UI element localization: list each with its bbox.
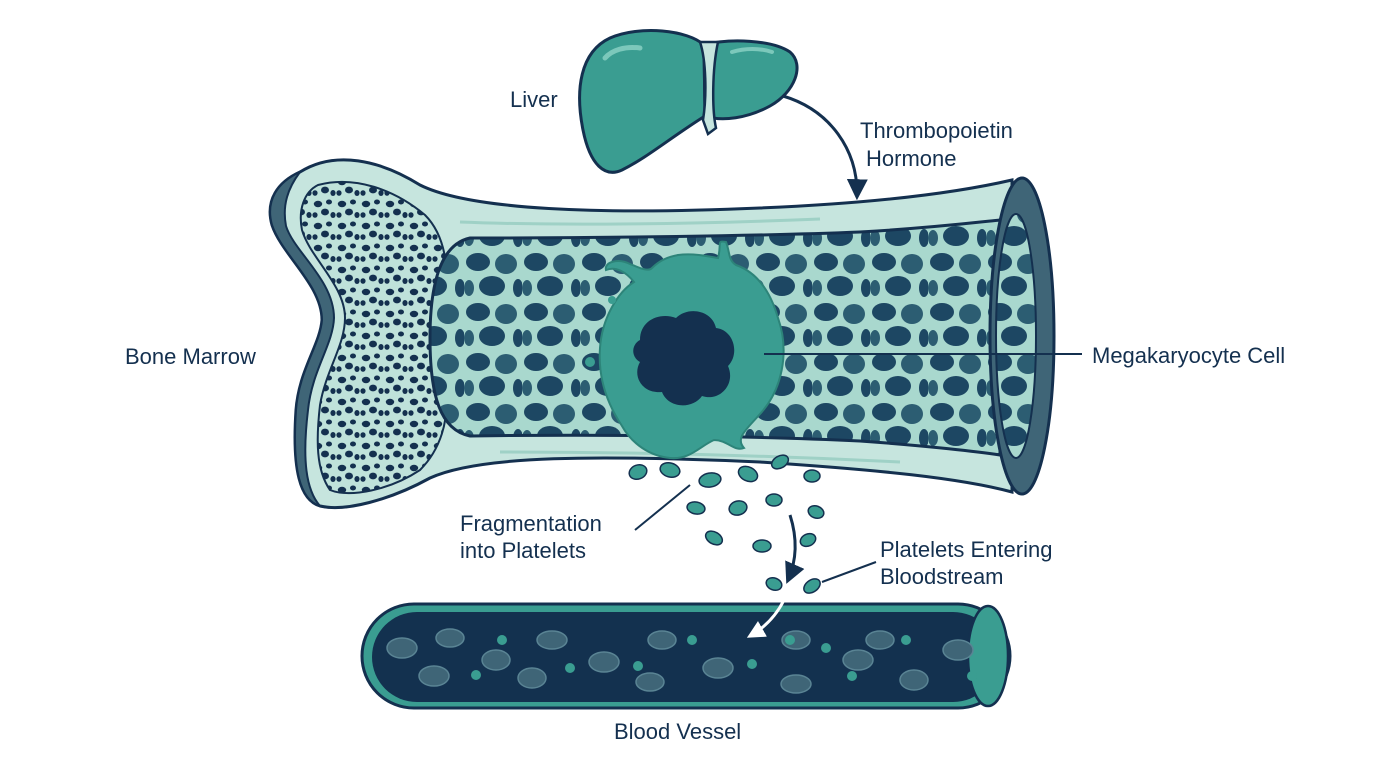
blood-vessel bbox=[360, 602, 1012, 710]
entering-label-line1: Platelets Entering bbox=[880, 537, 1053, 562]
circulating-platelets bbox=[471, 635, 977, 681]
platelet-fragments bbox=[628, 454, 825, 594]
vessel-entry-arrow bbox=[746, 599, 786, 638]
fragmentation-label-line1: Fragmentation bbox=[460, 511, 602, 536]
hormone-label-line1: Thrombopoietin bbox=[860, 118, 1013, 143]
fragmentation-label-line2: into Platelets bbox=[460, 538, 586, 563]
entering-label-line2: Bloodstream bbox=[880, 564, 1004, 589]
hormone-label-line2: Hormone bbox=[866, 146, 957, 171]
cell-nucleus bbox=[633, 311, 735, 406]
thrombopoietin-arrow bbox=[782, 94, 868, 201]
megakaryocyte-label: Megakaryocyte Cell bbox=[1092, 343, 1286, 368]
megakaryocyte-cell bbox=[585, 240, 785, 460]
fragmentation-leader-line bbox=[634, 484, 691, 531]
bone bbox=[268, 158, 1056, 510]
platelet-flow-arrow bbox=[785, 514, 805, 584]
liver-organ bbox=[578, 29, 799, 174]
liver-label: Liver bbox=[510, 87, 558, 112]
blood-vessel-label: Blood Vessel bbox=[614, 719, 742, 744]
entering-leader-line bbox=[821, 561, 877, 583]
red-blood-cells bbox=[386, 628, 977, 694]
bone-marrow-label: Bone Marrow bbox=[125, 344, 256, 369]
